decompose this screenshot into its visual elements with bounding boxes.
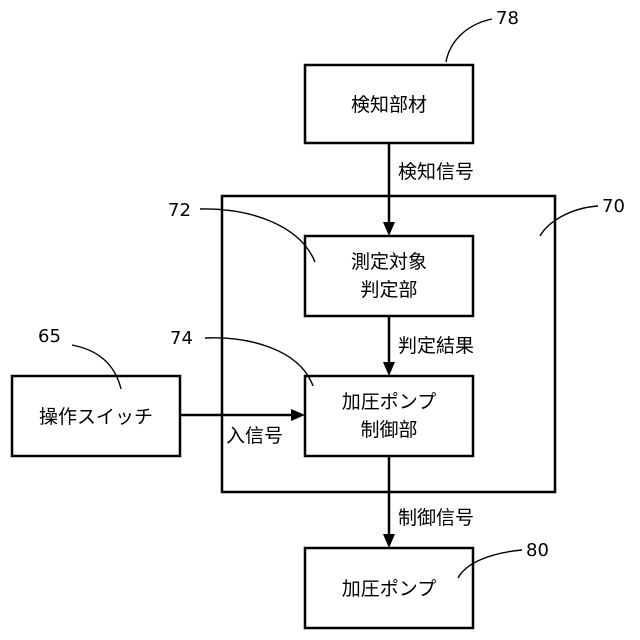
detection-signal-label: 検知信号 [398, 161, 474, 183]
pump-controller-box [305, 376, 473, 456]
ref-72: 72 [168, 200, 191, 221]
judgment-unit-label-line1: 測定対象 [351, 251, 427, 273]
ref-80: 80 [526, 540, 549, 561]
pump-controller-label-line2: 制御部 [360, 419, 417, 441]
leader-78 [446, 19, 492, 62]
input-signal-label: 入信号 [226, 425, 283, 447]
ref-65: 65 [38, 326, 61, 347]
judgment-unit-block: 測定対象 判定部 [305, 236, 473, 316]
detection-signal-arrow [383, 143, 395, 236]
judgment-result-label: 判定結果 [398, 335, 474, 357]
detection-member-block: 検知部材 [305, 65, 473, 143]
operation-switch-label: 操作スイッチ [39, 406, 153, 428]
judgment-unit-box [305, 236, 473, 316]
pressure-pump-block: 加圧ポンプ [305, 548, 473, 628]
ref-78: 78 [496, 8, 519, 29]
operation-switch-block: 操作スイッチ [12, 376, 180, 456]
ref-70: 70 [602, 196, 625, 217]
ref-74: 74 [170, 328, 193, 349]
detection-member-label: 検知部材 [351, 94, 427, 116]
judgment-unit-label-line2: 判定部 [360, 279, 417, 301]
pressure-pump-label: 加圧ポンプ [342, 578, 436, 600]
pump-controller-label-line1: 加圧ポンプ [342, 391, 436, 413]
control-signal-label: 制御信号 [398, 507, 474, 529]
pump-controller-block: 加圧ポンプ 制御部 [305, 376, 473, 456]
